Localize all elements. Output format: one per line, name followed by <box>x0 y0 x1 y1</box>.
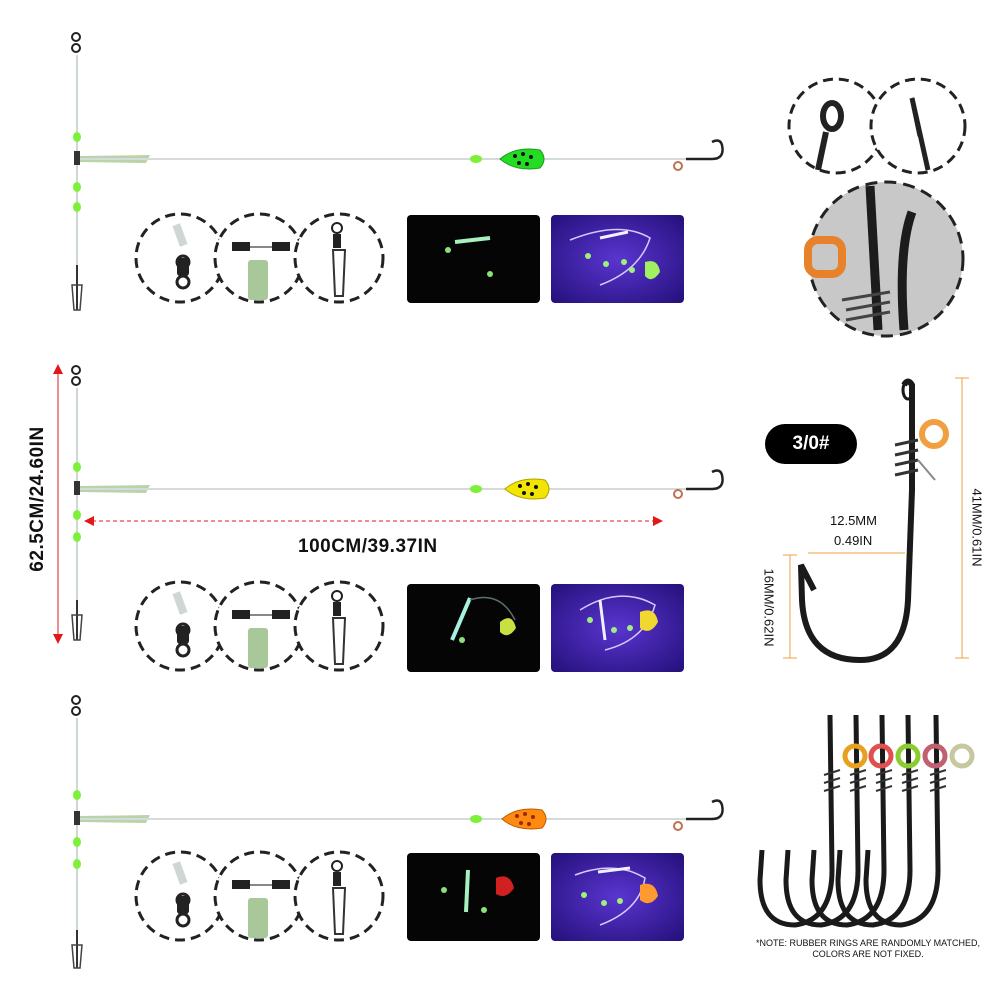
rig-row-2 <box>71 365 724 672</box>
hook-icon <box>686 469 724 491</box>
snap-detail-icon <box>293 580 385 672</box>
hook-width-label-in: 0.49IN <box>834 533 873 548</box>
spoon-icon <box>504 478 550 500</box>
hook-width-label-mm: 12.5MM <box>830 513 877 528</box>
swivel-icon <box>71 365 81 386</box>
snap-detail-icon <box>293 212 385 304</box>
rig-row-3 <box>71 695 724 969</box>
length-measure-arrow <box>84 516 663 526</box>
swivel-detail-icon <box>134 580 226 672</box>
crimp-sleeve-detail-icon <box>213 212 305 304</box>
hook-spring-detail-icon <box>804 180 965 338</box>
uv-light-photo <box>551 584 684 672</box>
hook-eye-detail-icon <box>787 77 885 175</box>
note-line-1: *NOTE: RUBBER RINGS ARE RANDOMLY MATCHED… <box>755 938 981 948</box>
glow-bead <box>73 182 81 192</box>
glow-bead <box>73 132 81 142</box>
snap-detail-icon <box>293 850 385 942</box>
glow-dark-photo <box>407 853 540 941</box>
hook-icon <box>686 799 724 821</box>
height-dimension-label: 62.5CM/24.60IN <box>27 426 48 572</box>
glow-dark-photo <box>407 584 540 672</box>
snap-icon <box>71 284 83 311</box>
crimp-sleeve-detail-icon <box>213 580 305 672</box>
hook-size-badge: 3/0# <box>765 424 857 464</box>
swivel-icon <box>71 32 81 53</box>
rig-row-1 <box>71 32 724 311</box>
hook-icon <box>686 139 724 161</box>
swivel-detail-icon <box>134 850 226 942</box>
glow-dark-photo <box>407 215 540 303</box>
crimp-sleeve-detail-icon <box>213 850 305 942</box>
height-measure-arrow <box>53 364 63 644</box>
swivel-icon <box>71 695 81 716</box>
swivel-detail-icon <box>134 212 226 304</box>
spoon-icon <box>501 808 547 830</box>
hook-barb-detail-icon <box>869 77 967 175</box>
hook-diagram <box>783 377 969 664</box>
glow-bead <box>73 202 81 212</box>
rubber-ring-note: *NOTE: RUBBER RINGS ARE RANDOMLY MATCHED… <box>742 938 994 960</box>
length-dimension-label: 100CM/39.37IN <box>298 536 438 557</box>
hook-height-label: 41MM/0.61IN <box>969 488 985 567</box>
hook-set-photo <box>757 714 975 928</box>
gap-label: 16MM/0.62IN <box>761 568 777 647</box>
note-line-2: COLORS ARE NOT FIXED. <box>812 949 924 959</box>
uv-light-photo <box>551 853 684 941</box>
uv-light-photo <box>551 215 684 303</box>
spoon-icon <box>499 148 545 170</box>
